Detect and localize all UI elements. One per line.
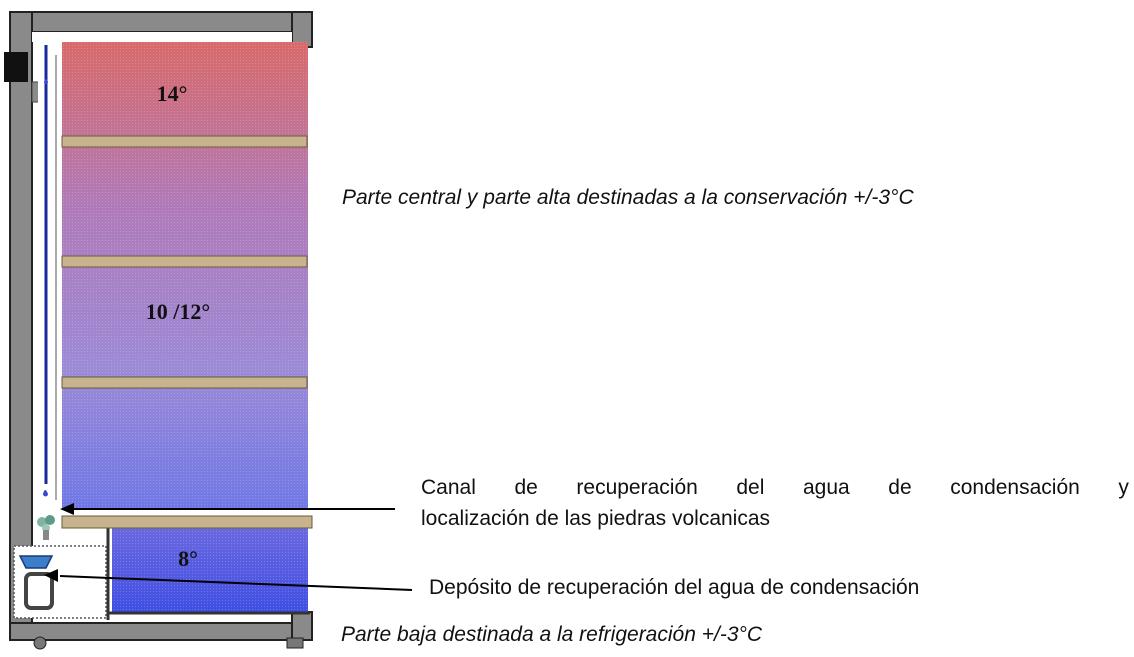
caption-word: agua [802, 476, 850, 499]
caption-canal: Canal de recuperación del agua de condensación… [421, 472, 1129, 534]
caption-word: de [514, 476, 538, 499]
shelf [61, 376, 308, 389]
zone-label-bottom: 8° [178, 546, 198, 571]
lower-zone-texture [112, 528, 308, 613]
caption-refrigeration: Parte baja destinada a la refrigeración … [341, 623, 763, 646]
condensation-deposit [13, 545, 107, 619]
hinge-block [4, 52, 28, 82]
zone-label-middle: 10 /12° [146, 299, 210, 324]
caption-word: recuperación [576, 476, 698, 499]
shelf [61, 135, 308, 148]
caption-word: condensación [950, 476, 1080, 499]
caption-word: del [736, 476, 765, 499]
caption-word: Canal [421, 476, 476, 499]
arrow-deposit [44, 569, 413, 591]
volcanic-stones [37, 515, 55, 540]
caption-deposit: Depósito de recuperación del agua de con… [429, 576, 920, 599]
cabinet-walls [9, 11, 313, 641]
water-channel [38, 42, 62, 510]
water-drop-icon [44, 79, 48, 84]
shelf [61, 515, 313, 529]
water-drop-icon [43, 490, 48, 497]
caption-word: de [888, 476, 912, 499]
caption-canal-line1: Canal de recuperación del agua de condensación… [421, 472, 1129, 503]
shelf [61, 255, 308, 268]
zone-label-top: 14° [157, 81, 188, 106]
cabinet-foot [33, 636, 47, 650]
arrow-canal [60, 503, 395, 515]
caption-conservation: Parte central y parte alta destinadas a … [342, 186, 914, 209]
upper-zone-texture [62, 42, 308, 510]
caption-word: y [1118, 476, 1129, 499]
caption-canal-line2: localización de las piedras volcanicas [421, 507, 771, 530]
cabinet-foot [286, 637, 304, 649]
